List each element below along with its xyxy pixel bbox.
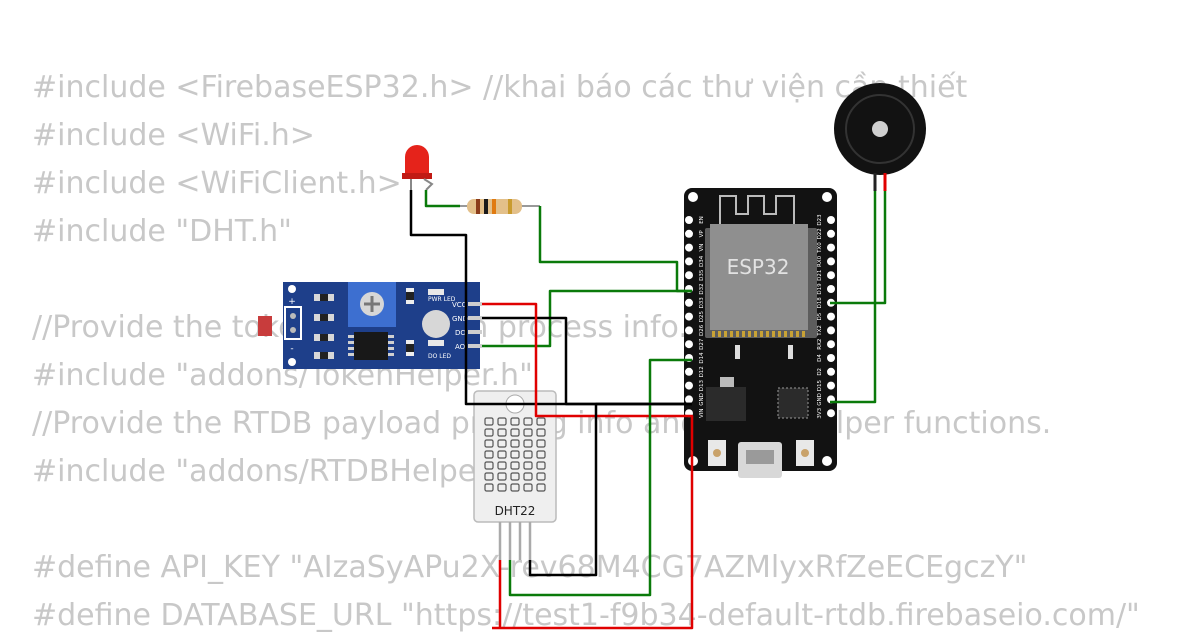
esp32-pin-label: D13 xyxy=(699,379,705,391)
esp32-pin-label: D35 xyxy=(699,269,705,281)
esp32-pin-hole[interactable] xyxy=(827,326,835,335)
esp32-pin-label: D19 xyxy=(817,283,823,295)
esp32-pin-hole[interactable] xyxy=(827,312,835,321)
resistor[interactable] xyxy=(455,199,540,214)
esp32-pin-hole[interactable] xyxy=(685,367,693,376)
esp32-pin-hole[interactable] xyxy=(827,271,835,280)
esp32-pin-label: D23 xyxy=(817,214,823,226)
esp32-pin-label: D27 xyxy=(699,338,705,350)
esp32-pin-label: D34 xyxy=(699,255,705,267)
esp32-pin-label: TX0 xyxy=(817,242,823,254)
esp32-pin-hole[interactable] xyxy=(827,367,835,376)
esp32-pin-label: RX2 xyxy=(817,339,823,350)
esp32-pin-label: D26 xyxy=(699,324,705,336)
esp32-pin-hole[interactable] xyxy=(685,381,693,390)
esp32-chip: ESP32 xyxy=(710,224,808,330)
esp32-pin-label: D25 xyxy=(699,310,705,322)
esp32-pin-label: D14 xyxy=(699,352,705,364)
esp32-pin-hole[interactable] xyxy=(685,312,693,321)
esp32-pin-label: VIN xyxy=(699,408,705,418)
esp32-pin-hole[interactable] xyxy=(827,243,835,252)
esp32-pin-label: D22 xyxy=(817,228,823,239)
esp32-pin-hole[interactable] xyxy=(827,216,835,224)
pwr-led-label: PWR LED xyxy=(428,296,456,303)
esp32-pin-hole[interactable] xyxy=(685,229,693,238)
ldr-pin-vcc: VCC xyxy=(452,301,467,309)
esp32-pin-label: D4 xyxy=(817,354,823,362)
wire-dht-gnd xyxy=(528,402,692,577)
esp32-pin-label: VN xyxy=(699,244,705,252)
esp32-pin-hole[interactable] xyxy=(685,243,693,252)
esp32-pin-hole[interactable] xyxy=(827,409,835,418)
do-led-label: DO LED xyxy=(428,353,451,360)
wire-resistor-esp xyxy=(538,206,692,293)
esp32-pin-hole[interactable] xyxy=(685,395,693,404)
esp32-pin-hole[interactable] xyxy=(827,257,835,266)
esp32-pin-hole[interactable] xyxy=(827,381,835,390)
ldr-pin-ao: AO xyxy=(455,343,466,351)
esp32-pin-hole[interactable] xyxy=(685,340,693,349)
ldr-pin-gnd: GND xyxy=(452,315,468,323)
esp32-pin-label: D12 xyxy=(699,366,705,377)
esp32-pin-label: D15 xyxy=(817,379,823,391)
esp32-pin-hole[interactable] xyxy=(685,298,693,307)
code-line: #include <WiFiClient.h> xyxy=(32,166,402,201)
esp32-pin-hole[interactable] xyxy=(685,257,693,266)
esp32-pin-hole[interactable] xyxy=(685,216,693,224)
red-led[interactable] xyxy=(402,145,434,191)
wire-led-resistor xyxy=(424,190,460,208)
esp32-pin-label: EN xyxy=(699,216,705,224)
esp32-pin-label: TX2 xyxy=(817,325,823,337)
wire-dht-data xyxy=(508,358,692,597)
esp32-pin-label: D2 xyxy=(817,368,823,376)
ldr-plus-label: + xyxy=(288,297,296,307)
esp32-pin-label: GND xyxy=(817,393,823,406)
code-line: #define DATABASE_URL "https://test1-f9b3… xyxy=(32,598,1140,633)
wire-led-gnd xyxy=(409,190,692,406)
esp32-pin-hole[interactable] xyxy=(827,229,835,238)
wire-buzzer-pos xyxy=(830,191,887,305)
esp32-pin-label: D21 xyxy=(817,270,823,281)
wire-buzzer-neg xyxy=(830,191,877,404)
esp32-pin-hole[interactable] xyxy=(827,354,835,362)
esp32-pin-label: D33 xyxy=(699,297,705,309)
esp32-pin-label: D5 xyxy=(817,312,823,320)
esp32-pin-hole[interactable] xyxy=(685,326,693,335)
dht22-sensor[interactable]: DHT22 xyxy=(473,390,557,560)
esp32-pin-label: D18 xyxy=(817,297,823,309)
esp32-pin-label: RX0 xyxy=(817,255,823,267)
esp32-pin-hole[interactable] xyxy=(685,271,693,280)
buzzer[interactable] xyxy=(834,83,926,191)
ldr-pin-do: DO xyxy=(455,329,466,337)
esp32-pin-hole[interactable] xyxy=(827,340,835,349)
esp32-pin-label: 3V3 xyxy=(817,407,823,418)
esp32-board[interactable]: ESP32 ENVPVND34D35D32D33D25D26D27D14D12D… xyxy=(684,188,837,478)
esp32-pin-hole[interactable] xyxy=(827,285,835,293)
ldr-minus-label: - xyxy=(290,344,293,354)
esp32-pin-label: GND xyxy=(699,393,705,406)
photoresistor xyxy=(258,316,272,336)
dht22-label: DHT22 xyxy=(495,504,536,518)
code-line: #include "DHT.h" xyxy=(32,214,292,249)
code-line: #include <WiFi.h> xyxy=(32,118,315,153)
code-line: #define API_KEY "AIzaSyAPu2X-rev68M4CG7A… xyxy=(32,550,1028,585)
esp32-pin-label: VP xyxy=(699,230,705,238)
wires xyxy=(409,190,887,630)
esp32-pin-label: D32 xyxy=(699,283,705,294)
esp32-chip-label: ESP32 xyxy=(727,255,790,279)
ldr-sensor-module[interactable]: + - PWR LED DO LED VCC GND DO AO xyxy=(258,282,482,369)
code-line: #include "addons/RTDBHelper.h" xyxy=(32,454,529,489)
wire-ldr-vcc xyxy=(482,302,694,630)
